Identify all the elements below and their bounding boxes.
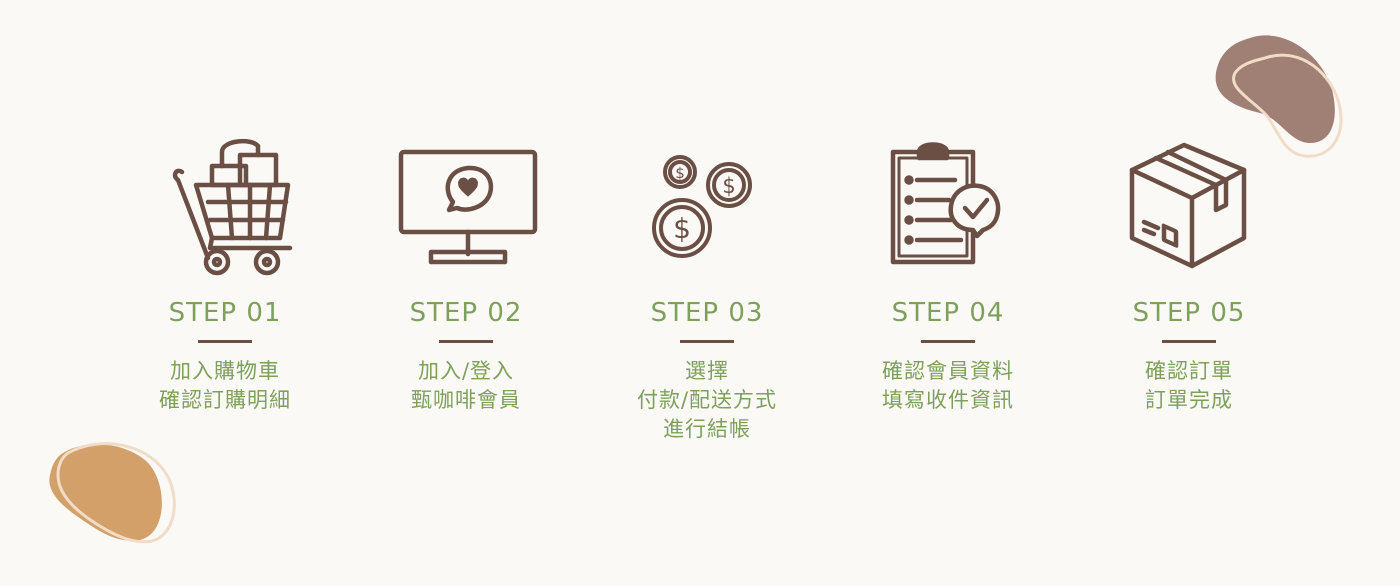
divider	[680, 340, 734, 343]
svg-text:$: $	[722, 174, 735, 198]
description-line: 確認訂購明細	[159, 388, 291, 412]
step-title: STEP 01	[168, 298, 282, 328]
divider	[198, 340, 252, 343]
package-box-icon	[1109, 130, 1269, 280]
step-title: STEP 02	[409, 298, 523, 328]
step-5: STEP 05 確認訂單 訂單完成	[1079, 130, 1299, 415]
svg-text:$: $	[673, 212, 691, 245]
shopping-cart-icon	[145, 130, 305, 280]
step-description: 確認訂單 訂單完成	[1145, 357, 1233, 415]
step-title: STEP 03	[650, 298, 764, 328]
step-1: STEP 01 加入購物車 確認訂購明細	[115, 130, 335, 415]
description-line: 選擇	[684, 359, 729, 383]
svg-text:$: $	[675, 164, 685, 182]
divider	[439, 340, 493, 343]
step-description: 選擇 付款/配送方式 進行結帳	[637, 357, 777, 444]
divider	[921, 340, 975, 343]
description-line: 確認會員資料	[882, 359, 1014, 383]
description-line: 付款/配送方式	[636, 388, 778, 412]
monitor-heart-icon	[386, 130, 546, 280]
divider	[1162, 340, 1216, 343]
description-line: 進行結帳	[662, 417, 751, 441]
step-2: STEP 02 加入/登入 甄咖啡會員	[356, 130, 576, 415]
step-description: 加入/登入 甄咖啡會員	[411, 357, 521, 415]
step-3: $ $ $ STEP 03 選擇 付款/配送方式 進行結帳	[597, 130, 817, 444]
description-line: 訂單完成	[1145, 388, 1233, 412]
description-line: 甄咖啡會員	[411, 388, 521, 412]
description-line: 填寫收件資訊	[882, 388, 1014, 412]
step-4: STEP 04 確認會員資料 填寫收件資訊	[838, 130, 1058, 415]
step-description: 加入購物車 確認訂購明細	[159, 357, 291, 415]
step-title: STEP 05	[1132, 298, 1246, 328]
decorative-blob-top-right	[1215, 35, 1343, 158]
description-line: 加入/登入	[417, 359, 515, 383]
step-description: 確認會員資料 填寫收件資訊	[882, 357, 1014, 415]
step-title: STEP 04	[891, 298, 1005, 328]
clipboard-check-icon	[868, 130, 1028, 280]
description-line: 確認訂單	[1145, 359, 1233, 383]
description-line: 加入購物車	[170, 359, 280, 383]
decorative-blob-bottom-left	[49, 442, 176, 544]
coins-icon: $ $ $	[627, 130, 787, 280]
